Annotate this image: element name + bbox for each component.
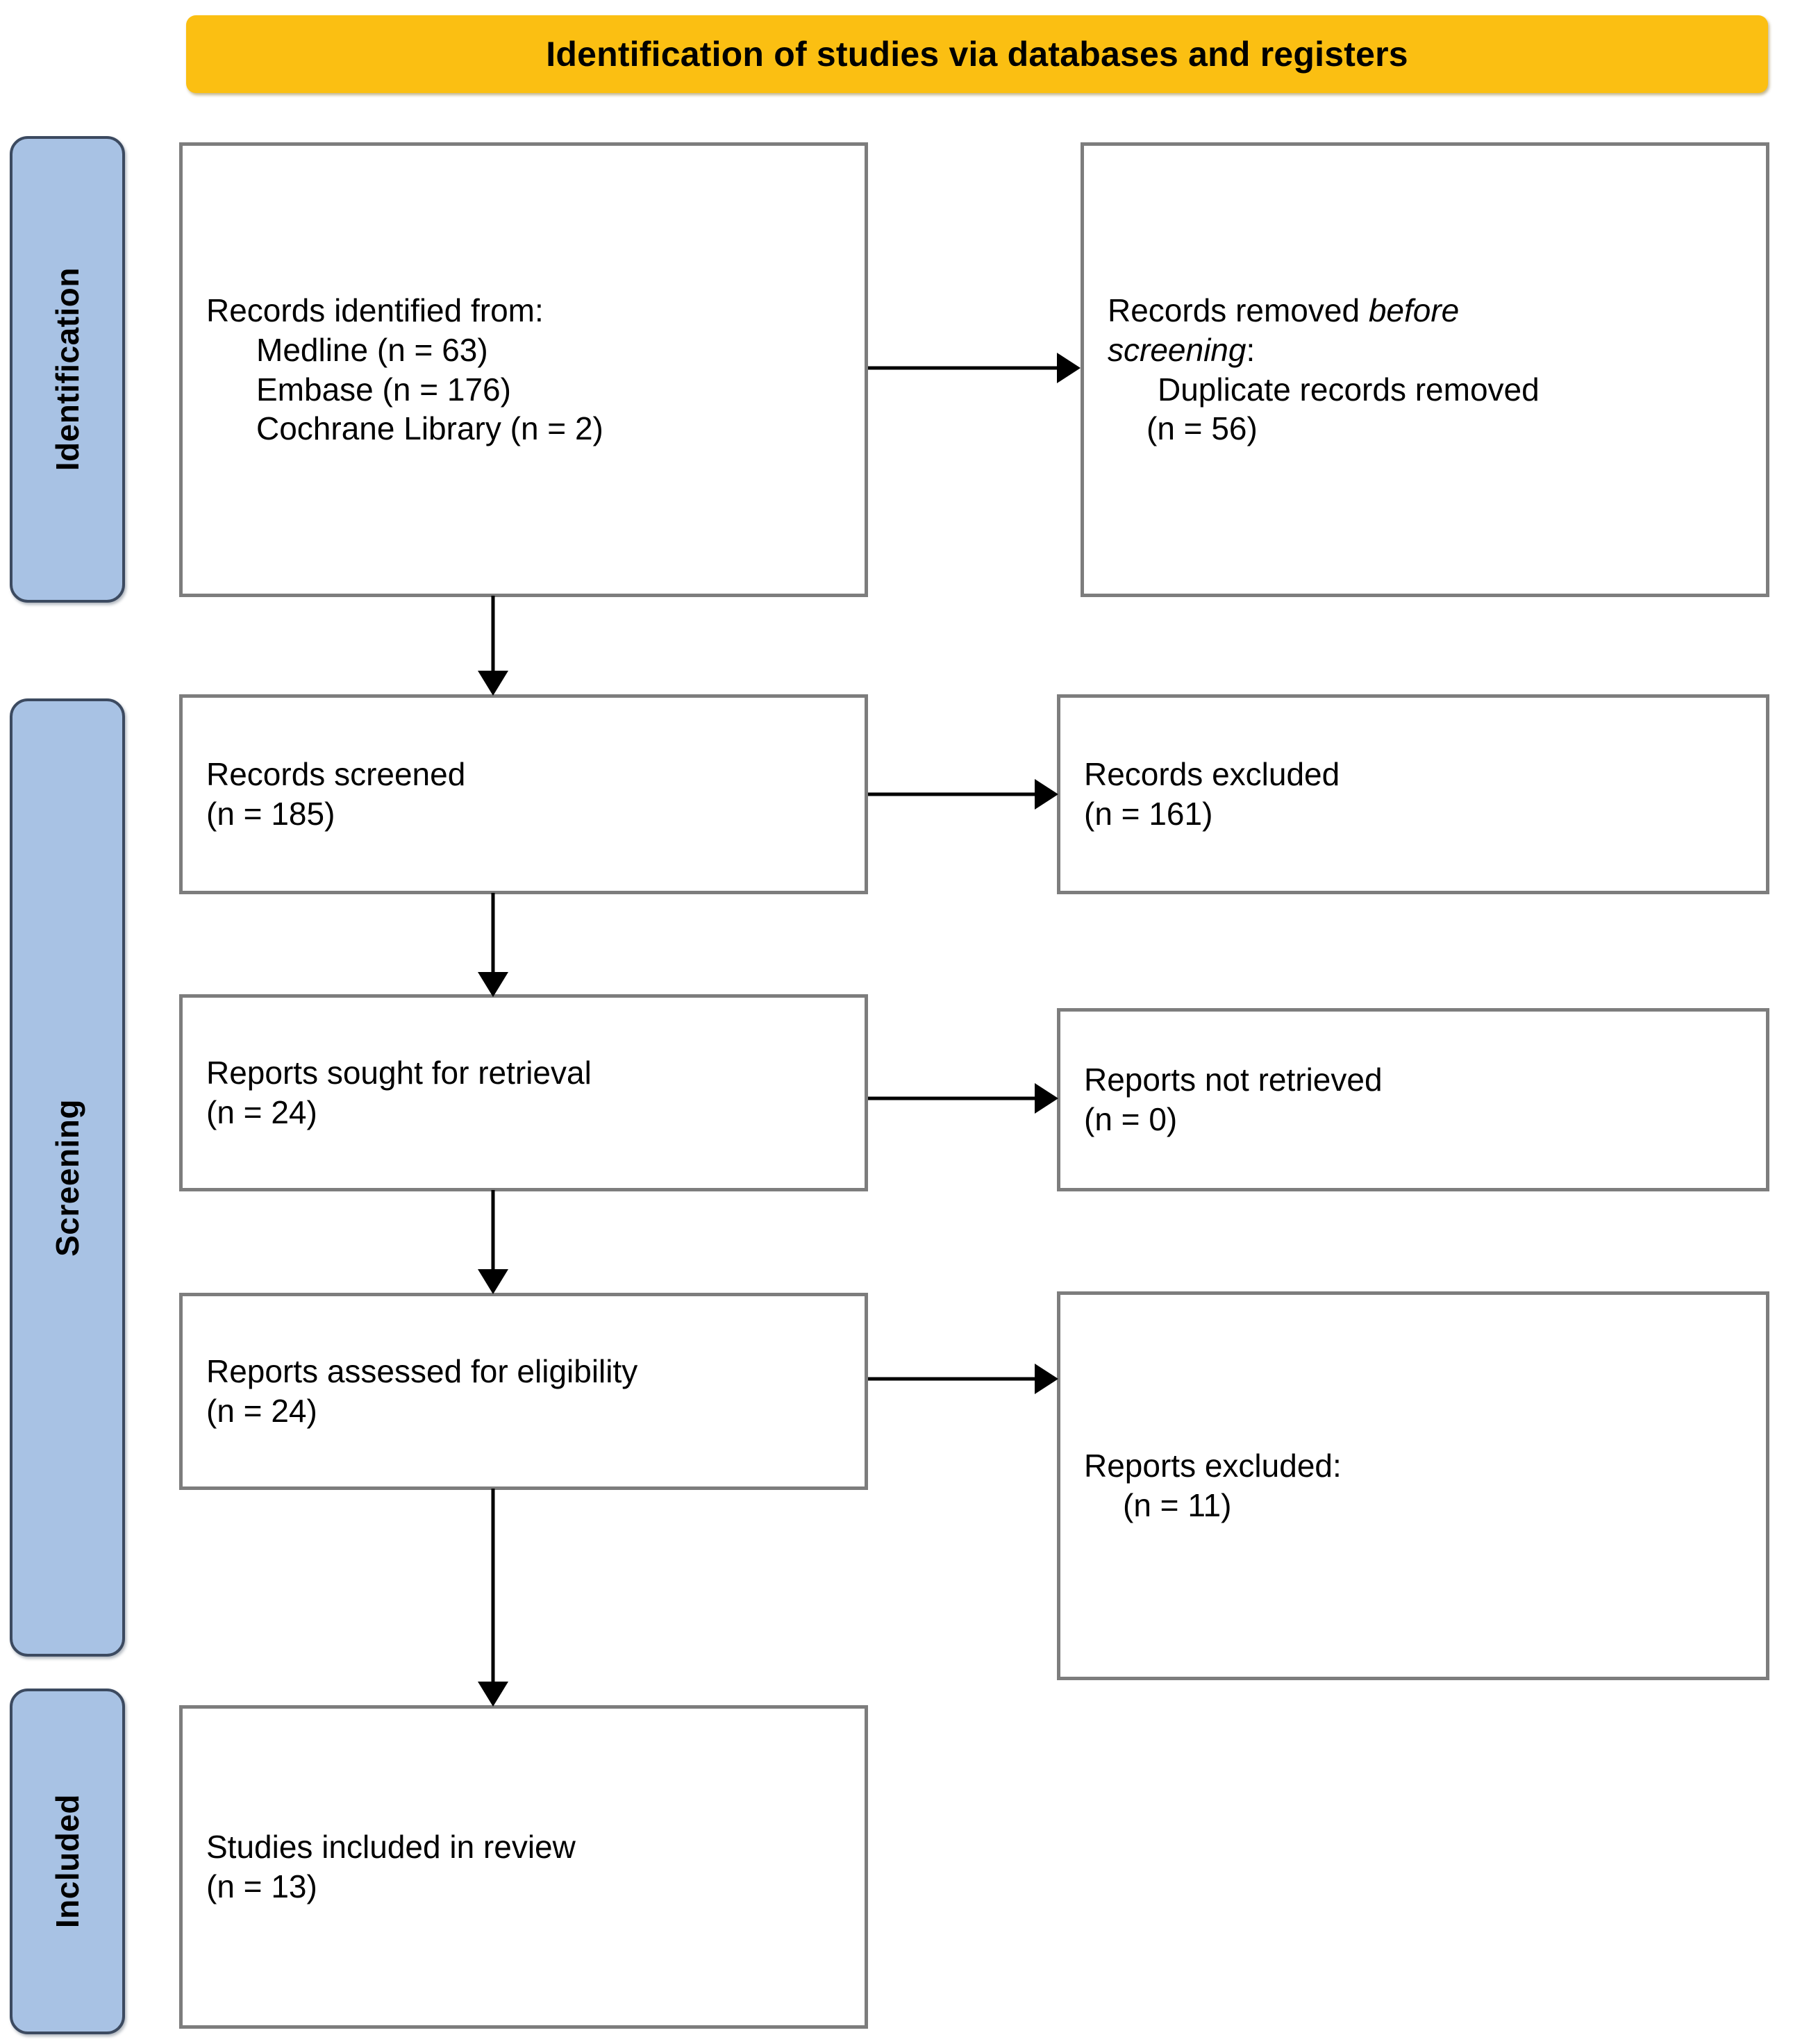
records-removed-count: (n = 56) xyxy=(1146,410,1258,447)
stage-label-identification-text: Identification xyxy=(49,267,85,471)
reports-assessed-label: Reports assessed for eligibility xyxy=(206,1353,638,1390)
records-removed-heading-line1: Records removed before xyxy=(1108,291,1742,330)
records-screened-count: (n = 185) xyxy=(206,796,335,832)
arrow-assessed-to-reports-excluded xyxy=(868,1364,1058,1394)
node-records-excluded: Records excluded (n = 161) xyxy=(1057,694,1769,894)
arrow-screened-to-excluded xyxy=(868,779,1058,810)
records-removed-heading-line2: screening: xyxy=(1108,330,1742,370)
arrow-identified-to-screened xyxy=(478,596,508,696)
reports-assessed-count: (n = 24) xyxy=(206,1393,317,1429)
node-reports-sought: Reports sought for retrieval (n = 24) xyxy=(179,994,868,1191)
records-excluded-count: (n = 161) xyxy=(1084,796,1213,832)
reports-sought-label: Reports sought for retrieval xyxy=(206,1055,592,1091)
arrow-sought-to-not-retrieved xyxy=(868,1083,1058,1114)
arrow-assessed-to-included xyxy=(478,1489,508,1707)
studies-included-count: (n = 13) xyxy=(206,1868,317,1904)
stage-label-included-text: Included xyxy=(49,1794,85,1929)
records-identified-medline: Medline (n = 63) xyxy=(256,331,488,368)
records-identified-heading: Records identified from: xyxy=(206,292,544,329)
studies-included-label: Studies included in review xyxy=(206,1829,576,1866)
records-removed-colon: : xyxy=(1246,331,1256,368)
stage-label-included: Included xyxy=(10,1689,125,2034)
reports-excluded-count: (n = 11) xyxy=(1123,1487,1232,1523)
diagram-title-banner: Identification of studies via databases … xyxy=(186,15,1768,93)
records-removed-prefix: Records removed xyxy=(1108,292,1369,329)
reports-sought-count: (n = 24) xyxy=(206,1094,317,1130)
node-reports-not-retrieved: Reports not retrieved (n = 0) xyxy=(1057,1008,1769,1191)
node-records-removed: Records removed before screening: Duplic… xyxy=(1081,142,1769,597)
records-screened-label: Records screened xyxy=(206,756,466,793)
node-reports-excluded: Reports excluded: (n = 11) xyxy=(1057,1291,1769,1680)
records-removed-before-italic: before xyxy=(1368,292,1460,329)
records-identified-embase: Embase (n = 176) xyxy=(256,371,511,408)
node-records-screened: Records screened (n = 185) xyxy=(179,694,868,894)
stage-label-screening-text: Screening xyxy=(49,1098,85,1257)
records-removed-screening-italic: screening xyxy=(1108,331,1246,368)
arrow-identified-to-removed xyxy=(868,353,1081,383)
records-removed-duplicates: Duplicate records removed xyxy=(1158,371,1540,408)
reports-not-retrieved-label: Reports not retrieved xyxy=(1084,1062,1383,1098)
stage-label-screening: Screening xyxy=(10,698,125,1657)
reports-not-retrieved-count: (n = 0) xyxy=(1084,1101,1178,1137)
page-title: Identification of studies via databases … xyxy=(546,35,1408,74)
stage-label-identification: Identification xyxy=(10,136,125,603)
records-identified-cochrane: Cochrane Library (n = 2) xyxy=(256,410,603,447)
node-reports-assessed: Reports assessed for eligibility (n = 24… xyxy=(179,1293,868,1490)
records-excluded-label: Records excluded xyxy=(1084,756,1340,793)
arrow-sought-to-assessed xyxy=(478,1190,508,1294)
node-records-identified: Records identified from: Medline (n = 63… xyxy=(179,142,868,597)
arrow-screened-to-sought xyxy=(478,893,508,997)
node-studies-included: Studies included in review (n = 13) xyxy=(179,1705,868,2029)
reports-excluded-label: Reports excluded: xyxy=(1084,1448,1342,1484)
